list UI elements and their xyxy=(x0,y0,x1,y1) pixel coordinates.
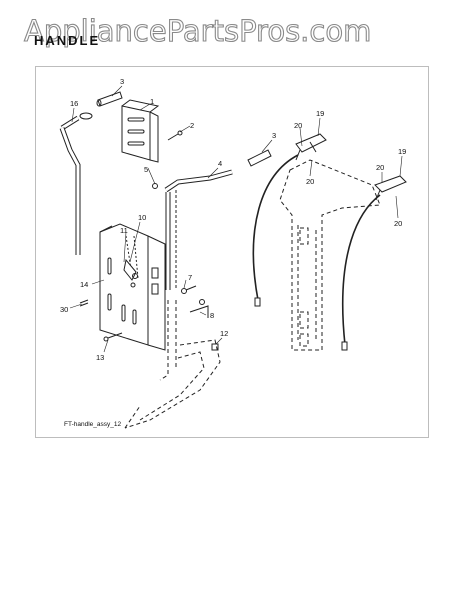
callout-labels: 3 1 2 16 5 4 10 11 7 8 12 13 14 30 3 20 … xyxy=(60,77,406,362)
frame-tube-lower xyxy=(124,300,221,429)
callout-16: 16 xyxy=(70,99,78,108)
leader-lines xyxy=(69,85,403,353)
watermark-logo: AppliancePartsPros.com xyxy=(23,13,372,48)
part-3-grip-left xyxy=(96,91,123,107)
callout-30: 30 xyxy=(60,305,68,314)
part-2-screw xyxy=(167,130,183,141)
part-13-30-hardware xyxy=(79,299,123,342)
callout-14: 14 xyxy=(80,280,88,289)
callout-4: 4 xyxy=(218,159,222,168)
callout-10: 10 xyxy=(138,213,146,222)
part-1-bracket-plate xyxy=(121,99,160,163)
callout-3-right: 3 xyxy=(272,131,276,140)
part-4-rod xyxy=(152,169,233,290)
callout-5: 5 xyxy=(144,165,148,174)
figure-caption: FT-handle_assy_12 xyxy=(64,421,122,428)
callout-12: 12 xyxy=(220,329,228,338)
control-cables xyxy=(252,154,381,351)
callout-7: 7 xyxy=(188,273,192,282)
part-14-mounting-plate xyxy=(99,223,166,351)
part-10-11-cams xyxy=(123,258,138,281)
callout-20-d: 20 xyxy=(394,219,402,228)
section-title: HANDLE xyxy=(34,33,101,48)
diagram-frame xyxy=(35,66,429,438)
part-19-hand-lever-upper xyxy=(295,133,327,161)
callout-3: 3 xyxy=(120,77,124,86)
part-7-8-bolts xyxy=(181,285,209,318)
callout-19-a: 19 xyxy=(316,109,324,118)
callout-20-c: 20 xyxy=(376,163,384,172)
callout-1: 1 xyxy=(150,97,154,106)
part-12-nut xyxy=(211,343,219,351)
callout-2: 2 xyxy=(190,121,194,130)
callout-8: 8 xyxy=(210,311,214,320)
part-19-hand-lever-lower xyxy=(374,175,407,201)
callout-20-b: 20 xyxy=(306,177,314,186)
callout-19-b: 19 xyxy=(398,147,406,156)
callout-20-a: 20 xyxy=(294,121,302,130)
frame-tube-right xyxy=(279,159,381,351)
callout-13: 13 xyxy=(96,353,104,362)
part-16-handle-bar xyxy=(59,112,93,255)
part-3-grip-right xyxy=(247,149,272,167)
callout-11: 11 xyxy=(120,226,128,235)
